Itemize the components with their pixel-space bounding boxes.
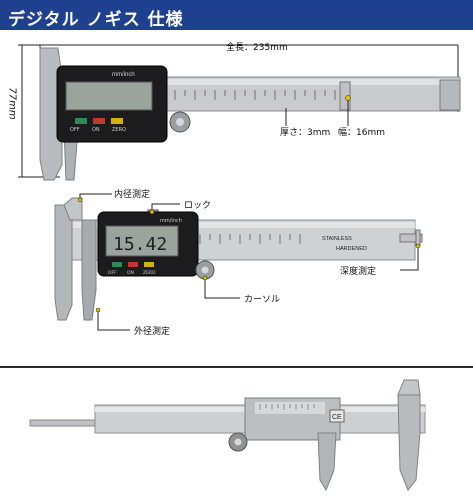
header-bar: デジタル ノギス 仕様 — [0, 0, 473, 30]
ce-mark: CE — [332, 414, 342, 421]
top-caliper-figure: mm/inch OFF ON ZERO — [18, 44, 461, 181]
middle-caliper-figure: mm/inch 15.42 OFF ON ZERO STAINLESS HARD… — [54, 193, 423, 331]
depth-label: 深度測定 — [340, 267, 377, 277]
width-label: 幅：16mm — [338, 128, 385, 138]
page-title: デジタル ノギス 仕様 — [8, 10, 184, 30]
middle-display-zero: ZERO — [143, 270, 156, 276]
middle-display-on: ON — [127, 270, 134, 276]
top-scale-ticks — [174, 90, 336, 100]
top-display-zero: ZERO — [112, 127, 126, 133]
middle-scale-ticks — [199, 234, 301, 244]
top-display-on: ON — [92, 127, 100, 133]
stainless-text: STAINLESS — [322, 236, 352, 242]
thickness-label: 厚さ：3mm — [280, 128, 331, 138]
height-label: 77mm — [6, 87, 18, 120]
middle-display-unit: mm/inch — [160, 218, 182, 224]
total-length-label: 全長：235mm — [226, 43, 288, 53]
outer-jaw-label: 外径測定 — [134, 327, 171, 337]
section-divider — [0, 366, 473, 368]
bottom-caliper-figure: CE — [29, 379, 426, 492]
bottom-scale-ticks — [259, 404, 315, 410]
top-display-off: OFF — [70, 127, 80, 133]
inner-jaw-label: 内径測定 — [114, 190, 151, 200]
top-display-unit: mm/inch — [112, 72, 135, 78]
hardened-text: HARDENED — [336, 246, 367, 252]
cursor-label: カーソル — [244, 295, 281, 305]
lock-label: ロック — [184, 201, 212, 211]
middle-display-off: OFF — [108, 270, 117, 276]
middle-display-reading: 15.42 — [113, 234, 167, 255]
